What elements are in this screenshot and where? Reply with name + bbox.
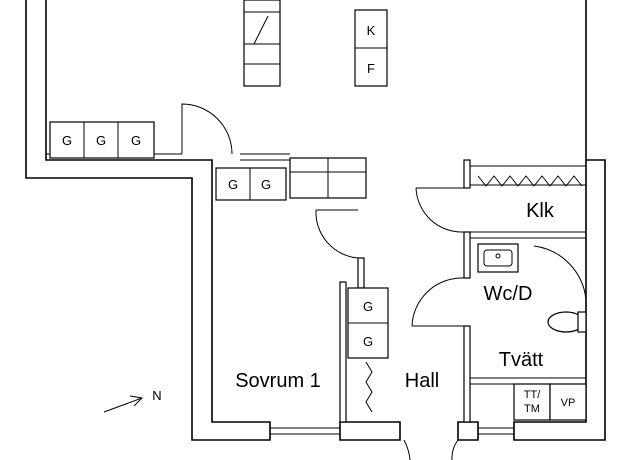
wardrobe-label: G [261, 177, 271, 192]
bedroom-label: Sovrum 1 [235, 370, 321, 392]
closet-shelves: Klk [470, 165, 586, 222]
cabinet-bottom-label: F [367, 61, 375, 76]
water-heater-label: VP [561, 397, 576, 409]
wardrobe-label: G [363, 299, 373, 314]
wardrobe-label: G [96, 133, 106, 148]
dryer-label-line2: TM [524, 403, 540, 415]
laundry-label: Tvätt [499, 349, 544, 371]
wardrobes: G G G G G G G [49, 121, 389, 413]
wardrobe-label: G [131, 133, 141, 148]
hall-label: Hall [405, 370, 439, 392]
bathroom-label: Wc/D [484, 283, 533, 305]
wardrobe-label: G [62, 133, 72, 148]
wardrobe-label: G [363, 334, 373, 349]
compass-label: N [152, 388, 161, 403]
doors [181, 103, 587, 460]
closet-label: Klk [526, 200, 555, 222]
bathroom-fixtures: Wc/D Tvätt [477, 243, 587, 371]
north-arrow-icon: N [103, 388, 162, 413]
wardrobe-label: G [228, 177, 238, 192]
dryer-label-line1: TT/ [524, 389, 541, 401]
cabinet-top-label: K [367, 23, 376, 38]
laundry-appliances: TT/ TM VP [513, 383, 587, 421]
kf-cabinet: K F [354, 9, 388, 87]
upper-storage [243, 0, 367, 199]
